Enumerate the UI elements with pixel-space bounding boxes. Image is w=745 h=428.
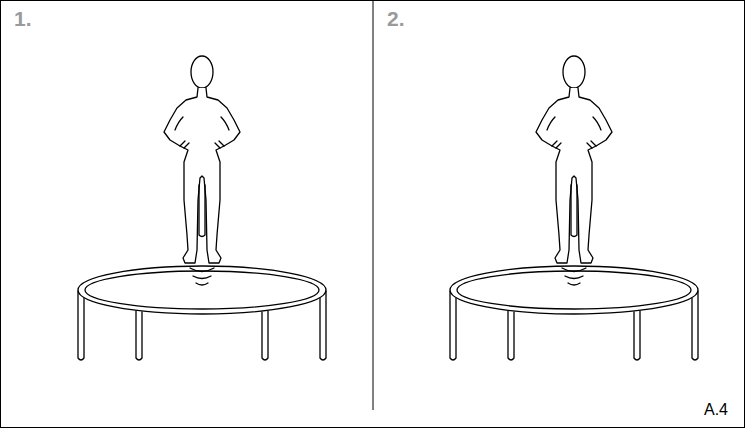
person-on-trampoline [450,56,698,360]
person-on-trampoline [78,56,326,360]
panel-divider [373,0,374,410]
figure-number: A.4 [704,402,728,418]
step-number: 1. [14,8,32,29]
step-number: 2. [387,8,405,29]
